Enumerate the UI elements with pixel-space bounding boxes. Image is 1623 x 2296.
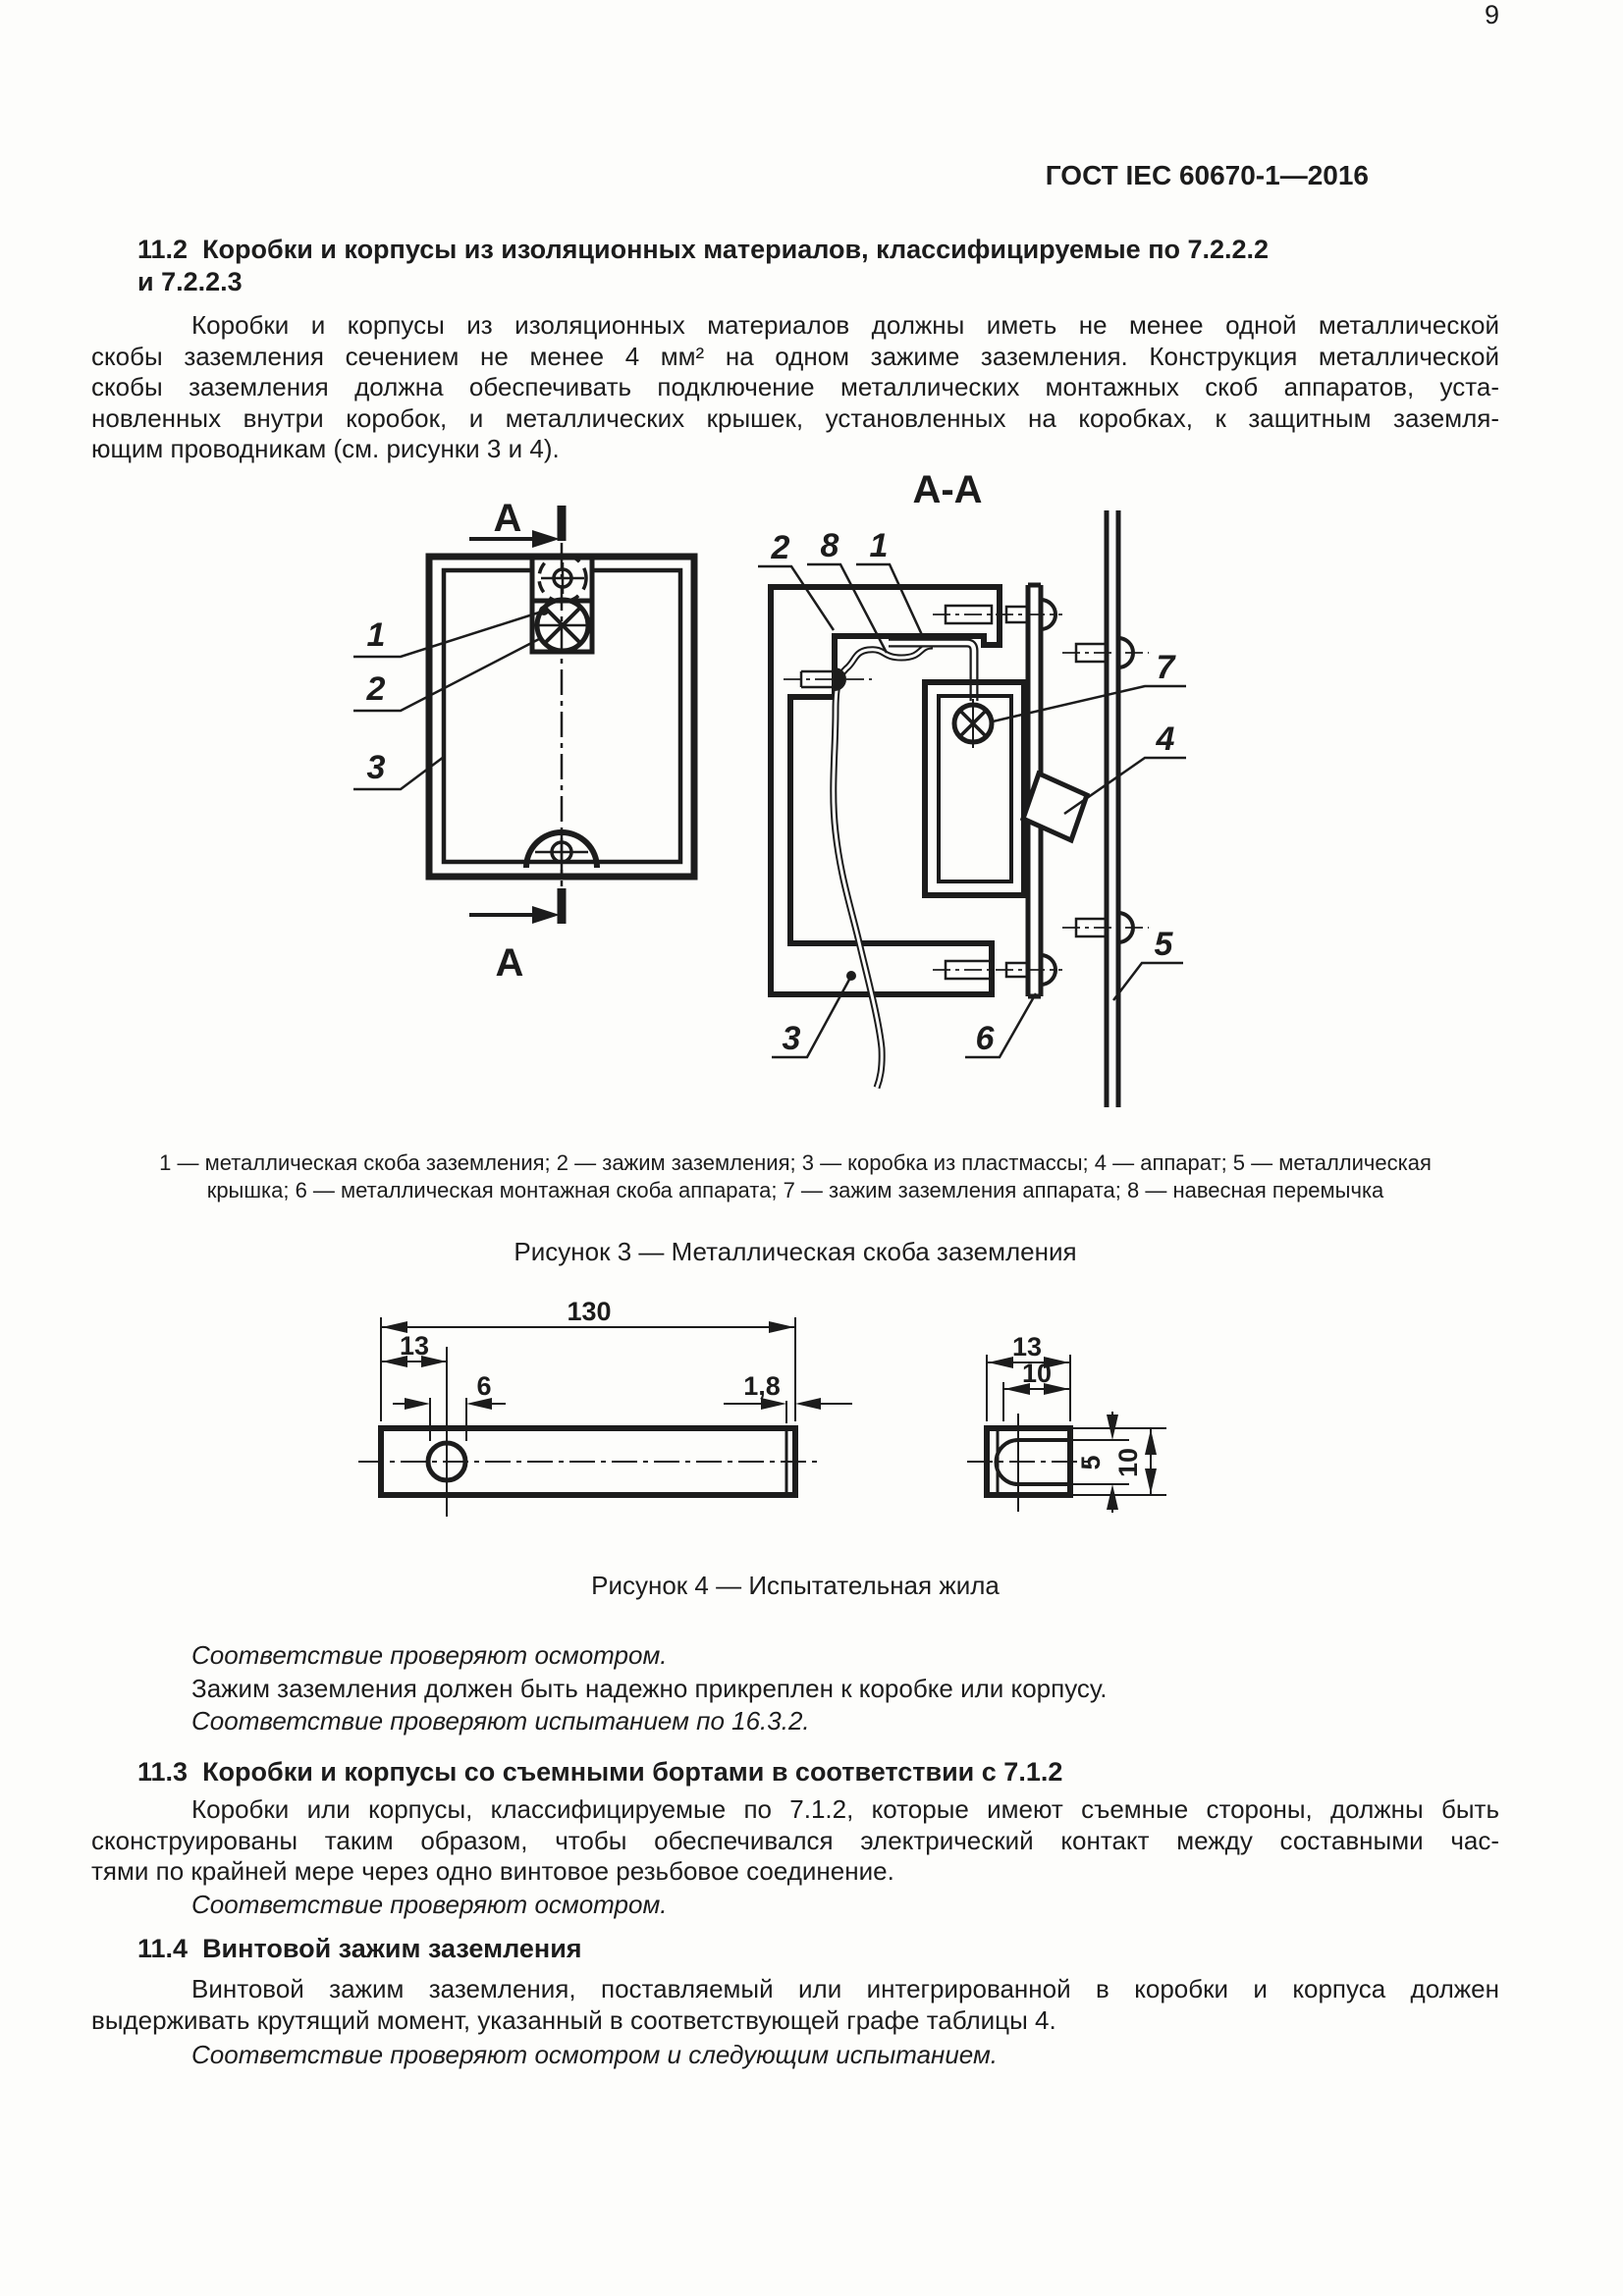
text-line: скобы заземления должна обеспечивать под…: [91, 372, 1499, 401]
section-heading-11-3: 11.3 Коробки и корпусы со съемными борта…: [137, 1757, 1063, 1787]
callout-3: 3: [367, 749, 386, 786]
figure3-drawing: A A: [353, 468, 1186, 1107]
clamp-requirement: Зажим заземления должен быть надежно при…: [191, 1674, 1108, 1703]
figure3-caption: Рисунок 3 — Металлическая скоба заземлен…: [514, 1237, 1077, 1266]
apparatus-earth-clamp: [951, 699, 995, 748]
fig3-front-view: A A: [425, 497, 698, 985]
text-line: скобы заземления сечением не менее 4 мм²…: [91, 341, 1499, 371]
callout-5s: 5: [1155, 926, 1174, 963]
section-label-bottom: A: [496, 941, 524, 985]
test-bar: [378, 1425, 798, 1498]
dim-10-height: 10: [1070, 1427, 1166, 1496]
cover-screw-top: [1062, 636, 1149, 669]
callout-1: 1: [367, 616, 386, 654]
compliance-note-4: Соответствие проверяют осмотром и следую…: [191, 2040, 999, 2069]
callout-8s: 8: [821, 527, 839, 564]
fig3-section-view: А-А: [768, 468, 1149, 1107]
svg-text:10: 10: [1022, 1359, 1052, 1388]
apparatus-part: [1019, 770, 1091, 844]
text-line: тями по крайней мере через одно винтовое…: [91, 1856, 894, 1886]
callout-4s: 4: [1156, 721, 1175, 758]
callout-2: 2: [366, 670, 386, 708]
earth-clamp-symbol: [531, 597, 594, 654]
end-view-body: [984, 1425, 1073, 1498]
cover-screw-bottom: [1062, 911, 1149, 944]
text-line: Коробки или корпусы, классифицируемые по…: [191, 1794, 1499, 1824]
dim-13-end: 13: [986, 1332, 1071, 1421]
svg-text:13: 13: [400, 1331, 429, 1361]
dim-10-slot: 10: [1002, 1359, 1069, 1421]
fig4-end-view: 13 10 5: [967, 1332, 1166, 1513]
svg-text:13: 13: [1012, 1332, 1042, 1362]
section-arrow-bottom: [532, 906, 560, 924]
fig3-front-callouts: 1 2 3: [353, 606, 549, 791]
text-line: сконструированы таким образом, чтобы обе…: [91, 1825, 1499, 1855]
callout-6s: 6: [976, 1020, 996, 1057]
section-heading-11-2: 11.2 Коробки и корпусы из изоляционных м…: [137, 234, 1269, 298]
box-outer-wall: [425, 553, 698, 881]
figure3-legend: 1 — металлическая скоба заземления; 2 — …: [91, 1149, 1499, 1203]
heading-line: и 7.2.2.3: [137, 267, 243, 296]
paragraph-11-4: Винтовой зажим заземления, поставляемый …: [91, 1974, 1499, 2036]
compliance-note-2: Соответствие проверяют испытанием по 16.…: [191, 1706, 810, 1735]
metal-cover: [1104, 510, 1121, 1107]
mounting-hole: [523, 829, 600, 875]
svg-text:10: 10: [1113, 1448, 1143, 1477]
section-heading-11-4: 11.4 Винтовой зажим заземления: [137, 1934, 582, 1963]
dim-130: 130: [380, 1301, 796, 1421]
text-line: выдерживать крутящий момент, указанный в…: [91, 2004, 1056, 2035]
dim-6: 6: [393, 1371, 506, 1441]
box-section: [768, 584, 1002, 997]
running-header: ГОСТ IEC 60670-1—2016: [1045, 160, 1369, 190]
dim-13: 13: [382, 1331, 447, 1367]
callout-1s: 1: [870, 527, 889, 564]
callout-7s: 7: [1157, 649, 1177, 686]
heading-line: 11.2 Коробки и корпусы из изоляционных м…: [137, 235, 1270, 264]
text-line: ющим проводникам (см. рисунки 3 и 4).: [91, 434, 560, 463]
figure4-drawing: 130 13 6: [358, 1301, 1166, 1517]
svg-text:6: 6: [476, 1371, 491, 1401]
paragraph-11-3: Коробки или корпусы, классифицируемые по…: [91, 1794, 1499, 1888]
jumper-wire: [830, 642, 934, 1090]
earthing-strap: [889, 638, 979, 701]
compliance-note-1: Соответствие проверяют осмотром.: [191, 1640, 668, 1670]
legend-line: 1 — металлическая скоба заземления; 2 — …: [159, 1150, 1432, 1175]
fig4-side-view: 130 13 6: [358, 1301, 852, 1517]
fig3-section-callouts: 2 8 1 7 4 5 6 3: [758, 527, 1186, 1059]
end-slot: [994, 1438, 1070, 1486]
text-line: Винтовой зажим заземления, поставляемый …: [191, 1974, 1499, 2003]
svg-text:5: 5: [1076, 1455, 1106, 1469]
section-title: А-А: [912, 468, 982, 511]
dim-5: 5: [1070, 1412, 1129, 1513]
dim-1-8: 1,8: [724, 1371, 852, 1423]
phantom-screw-circle: [537, 553, 588, 604]
svg-text:1,8: 1,8: [743, 1371, 781, 1401]
svg-text:130: 130: [567, 1301, 611, 1326]
callout-2s: 2: [771, 529, 790, 566]
legend-line: крышка; 6 — металлическая монтажная скоб…: [206, 1177, 1384, 1202]
section-arrow-top: [532, 530, 560, 548]
figure4-caption: Рисунок 4 — Испытательная жила: [591, 1571, 1000, 1600]
text-line: Коробки и корпусы из изоляционных матери…: [191, 310, 1499, 340]
apparatus-housing: [922, 679, 1027, 898]
page-number: 9: [1484, 0, 1499, 29]
compliance-note-3: Соответствие проверяют осмотром.: [191, 1890, 668, 1919]
paragraph-11-2: Коробки и корпусы из изоляционных матери…: [91, 310, 1499, 465]
text-line: новленных внутри коробок, и металлически…: [91, 402, 1499, 433]
section-label-top: A: [494, 497, 522, 540]
box-earth-screw: [784, 667, 872, 691]
callout-3s: 3: [783, 1020, 801, 1057]
